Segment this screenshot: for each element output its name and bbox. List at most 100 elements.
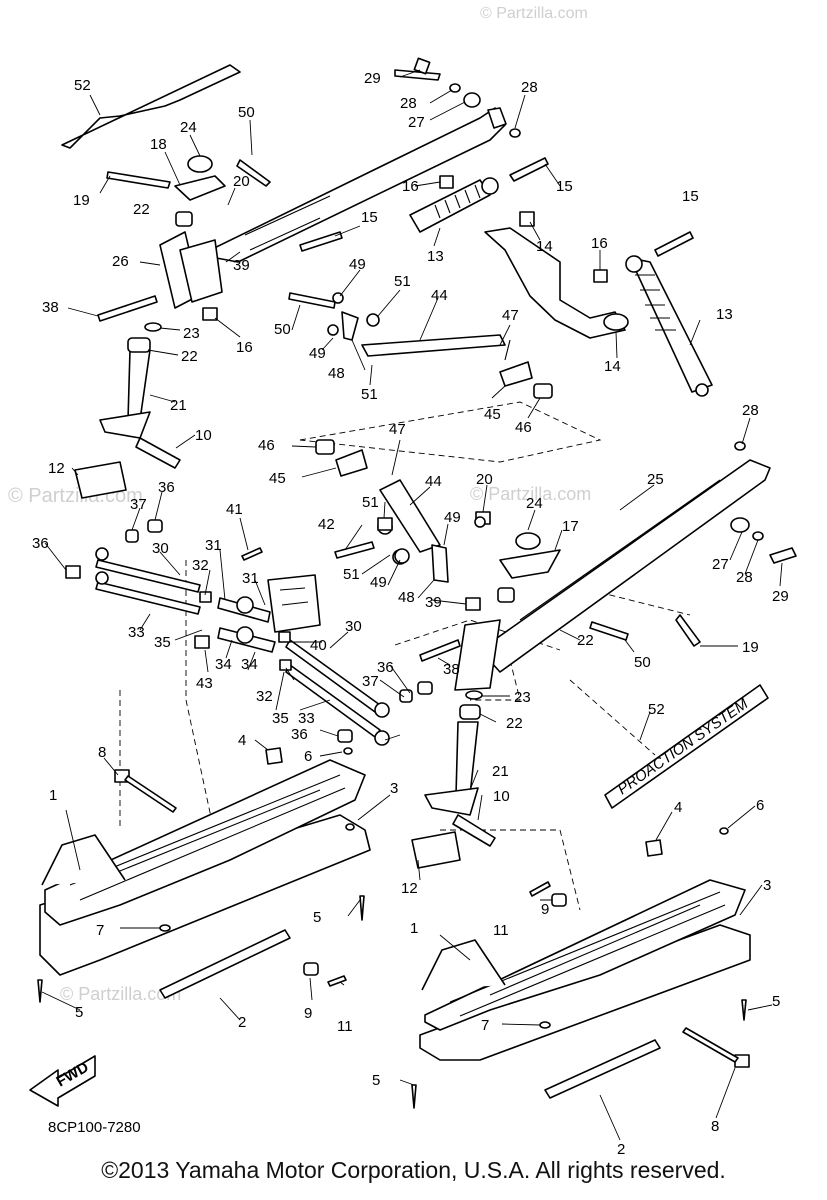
bracket-18 [174,175,226,201]
part-label: 34 [215,656,232,673]
stud-5 [359,895,365,921]
part-label: 12 [401,880,418,897]
watermark: © Partzilla.com [60,984,181,1004]
washer-23 [144,322,162,332]
part-label: 33 [298,710,315,727]
part-label: 28 [736,569,753,586]
part-number-labels: 52 29 28 27 28 50 24 18 20 19 16 15 22 1… [32,70,789,1158]
link-48 [341,311,359,341]
part-label: 36 [32,535,49,552]
part-label: 20 [476,471,493,488]
ski-1 [44,759,366,926]
nut-32 [278,631,291,643]
cap-24 [515,532,541,550]
right-spindle-assembly [411,690,567,907]
watermark: © Partzilla.com [480,5,588,22]
part-label: 14 [604,358,621,375]
bushing-22 [175,211,193,227]
part-label: 34 [241,656,258,673]
part-label: 27 [712,556,729,573]
part-label: 36 [158,479,175,496]
part-label: 29 [772,588,789,605]
watermark: © Partzilla.com [470,484,591,504]
part-label: 16 [236,339,253,356]
part-label: 28 [400,95,417,112]
bushing-22 [459,704,481,720]
bushing-37 [399,689,413,703]
nut-43 [194,635,210,649]
part-label: 8 [711,1118,719,1135]
part-label: 26 [112,253,129,270]
part-label: 47 [502,307,519,324]
right-trailing-arm-assembly [315,439,797,691]
part-label: 25 [647,471,664,488]
part-label: 50 [274,321,291,338]
lower-arm-assembly [65,517,433,755]
right-ski [411,827,751,1109]
part-label: 43 [196,675,213,692]
bracket-17 [499,549,561,579]
part-label: 51 [394,273,411,290]
pin-11 [327,975,347,987]
collar-10 [135,437,181,469]
bushing-46 [315,439,335,455]
part-label: 5 [313,909,321,926]
part-label: 44 [431,287,448,304]
bolt-38 [419,639,461,662]
arm-bushing [487,107,507,129]
part-label: 45 [269,470,286,487]
nut-39 [465,597,481,611]
part-label: 38 [443,661,460,678]
shock-13 [629,257,713,393]
bushing-22 [497,587,515,603]
bolt-50 [589,621,629,641]
part-label: 22 [577,632,594,649]
part-label: 32 [192,557,209,574]
part-label: 45 [484,406,501,423]
bolt-50 [236,159,271,187]
part-label: 15 [361,209,378,226]
left-ski [37,747,371,1003]
part-label: 19 [742,639,759,656]
wear-bar-2 [544,1039,661,1099]
part-label: 31 [205,537,222,554]
part-label: 23 [514,689,531,706]
part-label: 44 [425,473,442,490]
part-label: 48 [398,589,415,606]
washer-23 [465,690,483,700]
part-label: 35 [272,710,289,727]
nut-9 [303,962,319,976]
part-label: 51 [362,494,379,511]
part-label: 30 [345,618,362,635]
part-label: 2 [617,1141,625,1158]
part-label: 18 [150,136,167,153]
bushing-46 [533,383,553,399]
part-label: 1 [49,787,57,804]
part-label: 5 [372,1072,380,1089]
washer-28 [509,128,521,138]
part-label: 46 [258,437,275,454]
ski-1 [424,879,746,1031]
washer-28 [752,531,764,541]
decal-text: PROACTION SYSTEM [615,695,752,798]
part-label: 38 [42,299,59,316]
nut-36 [65,565,81,579]
spindle-21 [127,349,151,421]
part-label: 12 [48,460,65,477]
nut-36 [417,681,433,695]
part-label: 14 [536,238,553,255]
part-label: 8 [98,744,106,761]
bolt-38 [97,295,158,322]
bolt-29 [769,547,797,564]
stabilizer-bar-44 [361,334,506,357]
bolt-15 [299,231,343,252]
nut-35 [279,659,292,671]
part-label: 28 [742,402,759,419]
part-label: 15 [682,188,699,205]
nut-16 [593,269,608,283]
wear-bar-2 [159,929,291,999]
part-label: 36 [377,659,394,676]
cap-24 [187,155,213,173]
clamp-45 [499,361,533,387]
part-label: 29 [364,70,381,87]
